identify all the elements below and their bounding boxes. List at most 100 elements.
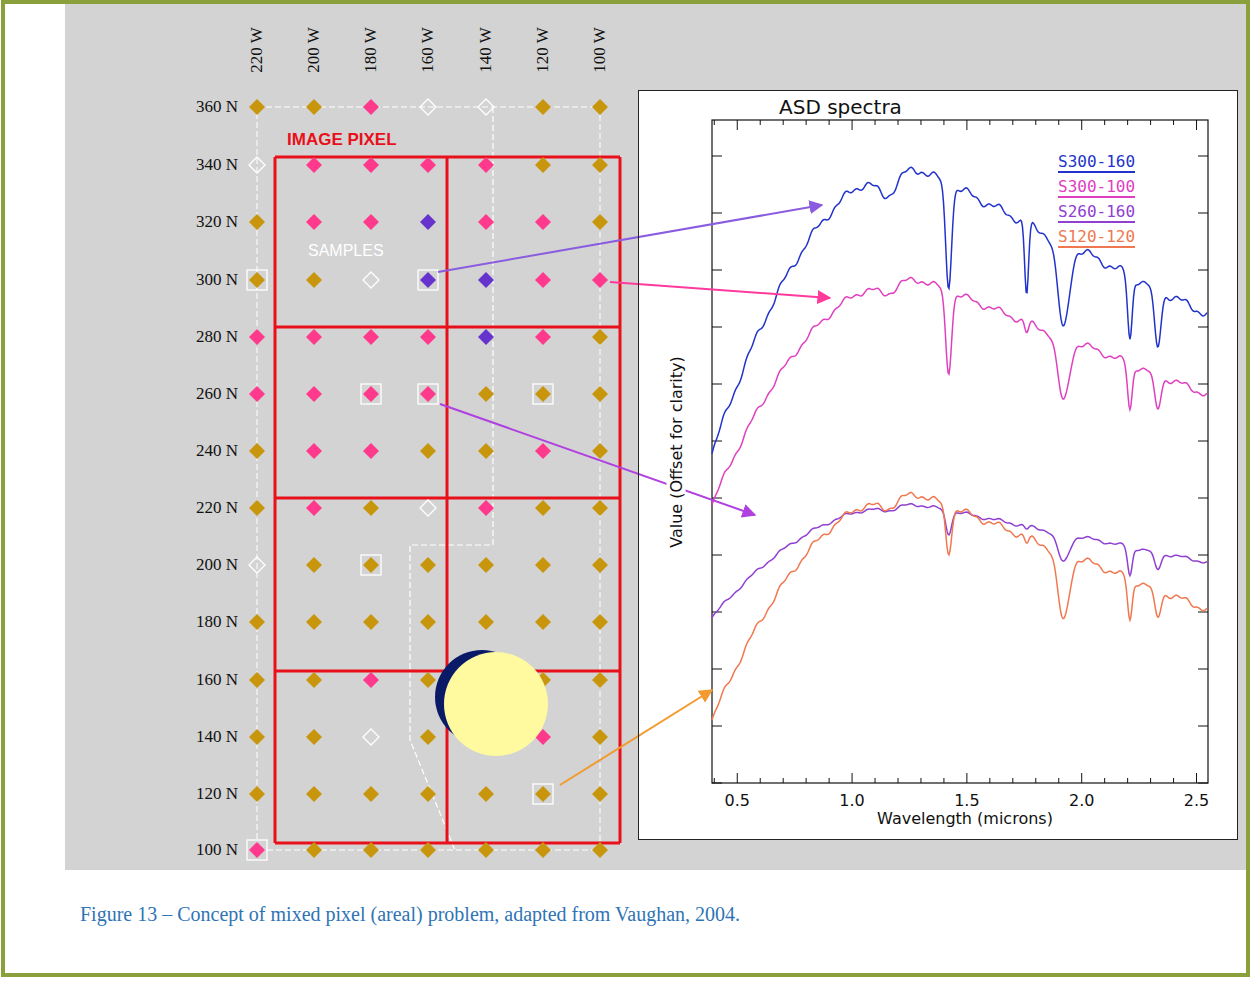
sample-diamond — [249, 729, 265, 745]
sample-point — [478, 99, 494, 115]
y-axis-title: Value (Offset for clarity) — [667, 353, 686, 551]
sample-point — [249, 386, 265, 402]
sample-point — [478, 614, 494, 630]
sample-diamond — [249, 443, 265, 459]
x-tick — [989, 120, 990, 125]
x-tick — [1196, 120, 1197, 130]
sample-point — [535, 500, 551, 516]
sample-diamond — [363, 672, 379, 688]
y-tick — [712, 783, 722, 784]
y-tick — [712, 726, 722, 727]
y-tick — [1198, 726, 1208, 727]
sample-point — [535, 99, 551, 115]
sample-diamond — [478, 386, 494, 402]
sample-point — [306, 786, 322, 802]
y-tick — [1198, 669, 1208, 670]
longitude-label: 140 W — [476, 27, 496, 73]
sample-diamond — [363, 443, 379, 459]
x-tick — [783, 778, 784, 783]
sample-diamond — [249, 329, 265, 345]
grey-ground — [65, 0, 1250, 870]
sample-point — [535, 214, 551, 230]
sample-point — [592, 329, 608, 345]
sample-point — [420, 729, 436, 745]
x-tick — [829, 120, 830, 125]
sample-point — [306, 729, 322, 745]
latitude-label: 180 N — [196, 612, 238, 632]
sample-diamond — [306, 157, 322, 173]
sample-point — [478, 272, 494, 288]
pixel-border — [274, 157, 277, 843]
sample-point — [592, 557, 608, 573]
sample-point — [306, 99, 322, 115]
pixel-border — [619, 157, 622, 843]
sample-diamond — [478, 99, 494, 115]
sample-diamond — [420, 214, 436, 230]
sample-diamond — [249, 386, 265, 402]
sample-diamond — [478, 614, 494, 630]
sample-point — [478, 443, 494, 459]
y-tick — [712, 669, 722, 670]
sample-diamond — [420, 443, 436, 459]
sample-diamond — [420, 386, 436, 402]
y-tick — [1198, 156, 1208, 157]
sample-point — [535, 272, 551, 288]
sample-diamond — [420, 614, 436, 630]
sample-point — [592, 672, 608, 688]
y-tick — [1198, 384, 1208, 385]
x-tick — [898, 778, 899, 783]
legend-entry: S300-160 — [1058, 152, 1135, 171]
sample-point — [592, 386, 608, 402]
sample-point — [592, 729, 608, 745]
sample-diamond — [535, 214, 551, 230]
x-tick — [1104, 778, 1105, 783]
sample-diamond — [535, 500, 551, 516]
sample-point — [535, 614, 551, 630]
figure-caption: Figure 13 – Concept of mixed pixel (area… — [80, 903, 1200, 926]
sample-point — [249, 729, 265, 745]
legend-swatch — [1058, 221, 1135, 223]
sample-diamond — [478, 214, 494, 230]
x-tick — [1035, 120, 1036, 125]
latitude-label: 340 N — [196, 155, 238, 175]
sample-point — [420, 329, 436, 345]
longitude-label: 180 W — [361, 27, 381, 73]
sample-points — [247, 99, 608, 860]
sample-point — [592, 214, 608, 230]
sample-diamond — [592, 157, 608, 173]
sample-box — [361, 555, 381, 575]
sample-diamond — [420, 672, 436, 688]
legend-text: S300-160 — [1058, 152, 1135, 171]
sample-point — [249, 786, 265, 802]
latitude-label: 260 N — [196, 384, 238, 404]
x-tick — [760, 778, 761, 783]
latitude-label: 280 N — [196, 327, 238, 347]
x-tick — [829, 778, 830, 783]
sample-diamond — [535, 157, 551, 173]
spectrum-curve — [712, 278, 1207, 505]
sample-point — [249, 214, 265, 230]
sample-point — [533, 784, 553, 804]
sample-diamond — [306, 557, 322, 573]
sample-point — [592, 614, 608, 630]
sample-box — [361, 384, 381, 404]
x-tick-label: 2.0 — [1069, 791, 1094, 810]
sample-diamond — [249, 786, 265, 802]
x-tick — [943, 120, 944, 125]
pixel-border — [446, 157, 449, 843]
sample-diamond — [363, 272, 379, 288]
sample-point — [363, 157, 379, 173]
sample-point — [420, 672, 436, 688]
x-tick — [783, 120, 784, 125]
x-tick — [714, 120, 715, 125]
legend-text: S300-100 — [1058, 177, 1135, 196]
sample-diamond — [535, 99, 551, 115]
sample-diamond — [306, 786, 322, 802]
sample-diamond — [535, 786, 551, 802]
sample-point — [249, 557, 265, 573]
x-tick — [1150, 778, 1151, 783]
latitude-label: 100 N — [196, 840, 238, 860]
sample-point — [249, 443, 265, 459]
y-tick — [712, 327, 722, 328]
x-tick — [920, 778, 921, 783]
